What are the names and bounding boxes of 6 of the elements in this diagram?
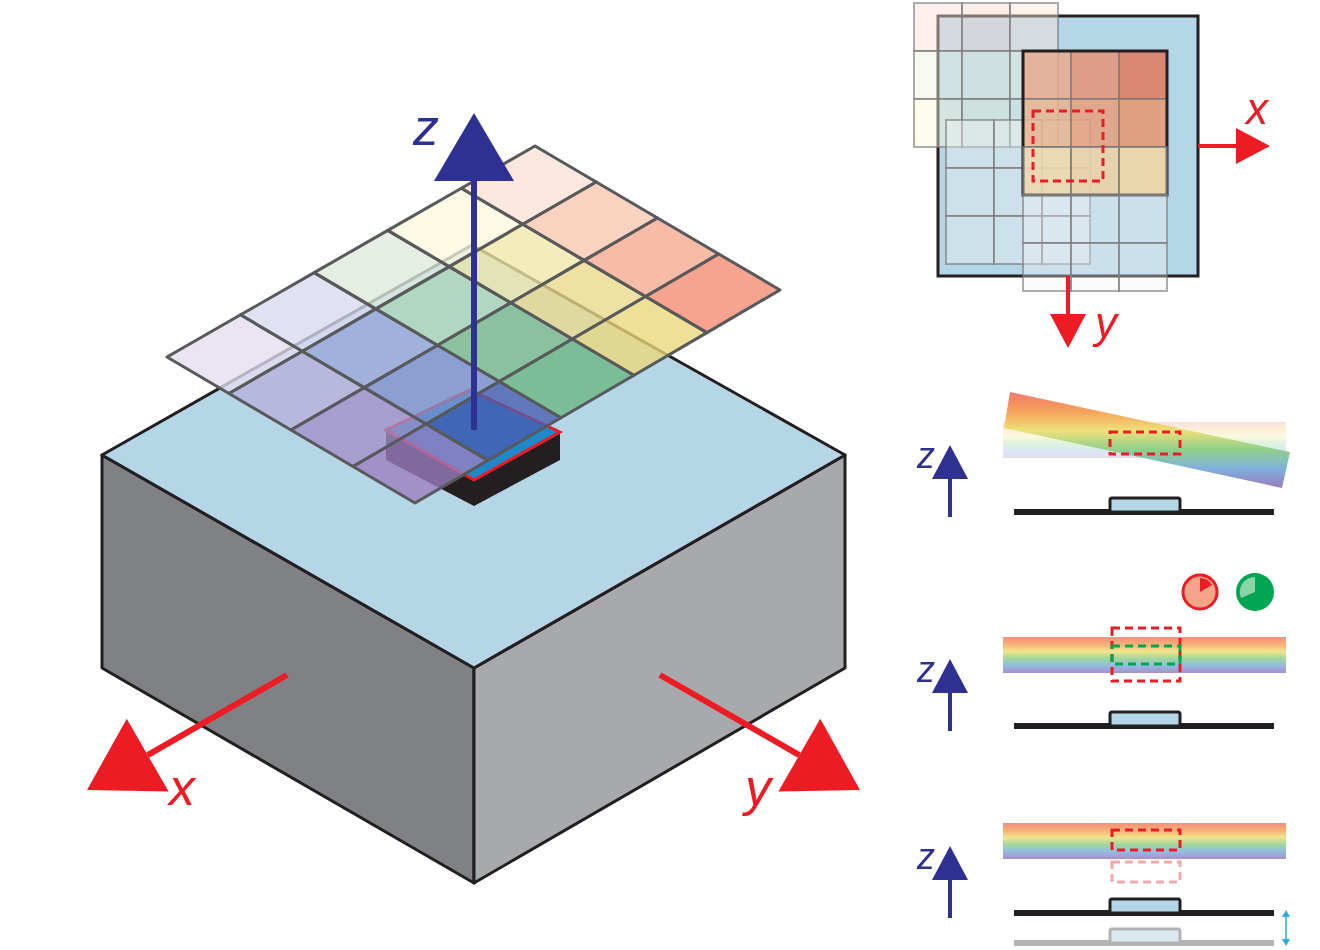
axis-label: z <box>413 98 439 156</box>
axis-label: z <box>917 836 935 877</box>
axis-label: x <box>169 758 195 816</box>
axis-label: x <box>1246 84 1268 133</box>
axis-label: z <box>917 649 935 690</box>
axis-label: z <box>917 435 935 476</box>
